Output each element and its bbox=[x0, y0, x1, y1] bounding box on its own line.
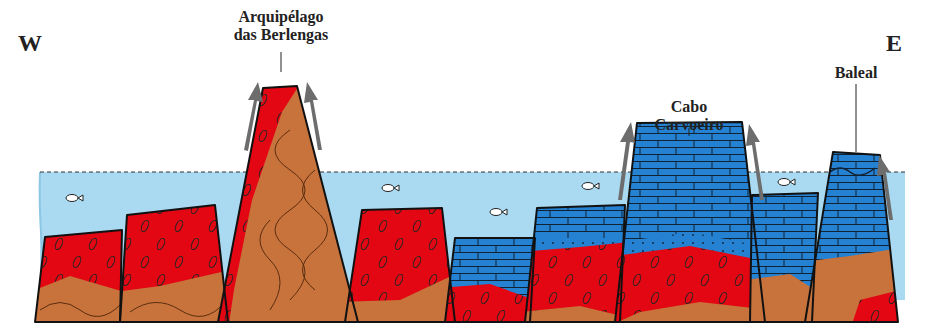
compass-west: W bbox=[10, 30, 50, 58]
place-label: Baleal bbox=[816, 64, 896, 82]
place-label: Arquipélago das Berlengas bbox=[225, 8, 337, 45]
place-label: Cabo Carvoeiro bbox=[647, 98, 731, 135]
leader-lines bbox=[281, 52, 856, 152]
uplift-arrows bbox=[244, 82, 893, 220]
compass-east: E bbox=[874, 30, 914, 58]
